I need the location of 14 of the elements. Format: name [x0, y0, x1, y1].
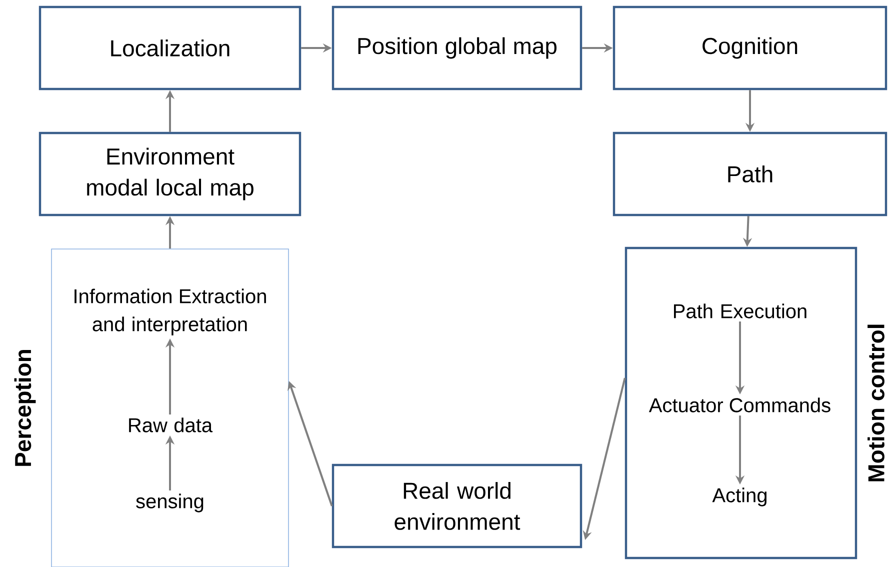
process-box: Real world environment: [332, 464, 582, 548]
process-box: Environment modal local map: [38, 132, 302, 216]
step-label: Actuator Commands: [648, 398, 830, 412]
process-box: Localization: [38, 6, 302, 90]
step-label: Path Execution: [674, 304, 806, 318]
node-label: Perception: [14, 350, 36, 466]
step-label: Raw data: [129, 418, 213, 432]
step-label: Acting: [712, 488, 766, 506]
process-box: Position global map: [332, 6, 582, 90]
step-label: Information Extraction and interpretation: [74, 288, 266, 336]
step-label: sensing: [136, 494, 204, 512]
node-label: Motion control: [868, 324, 884, 482]
process-box: Cognition: [612, 6, 888, 90]
process-box: Path: [612, 132, 888, 216]
